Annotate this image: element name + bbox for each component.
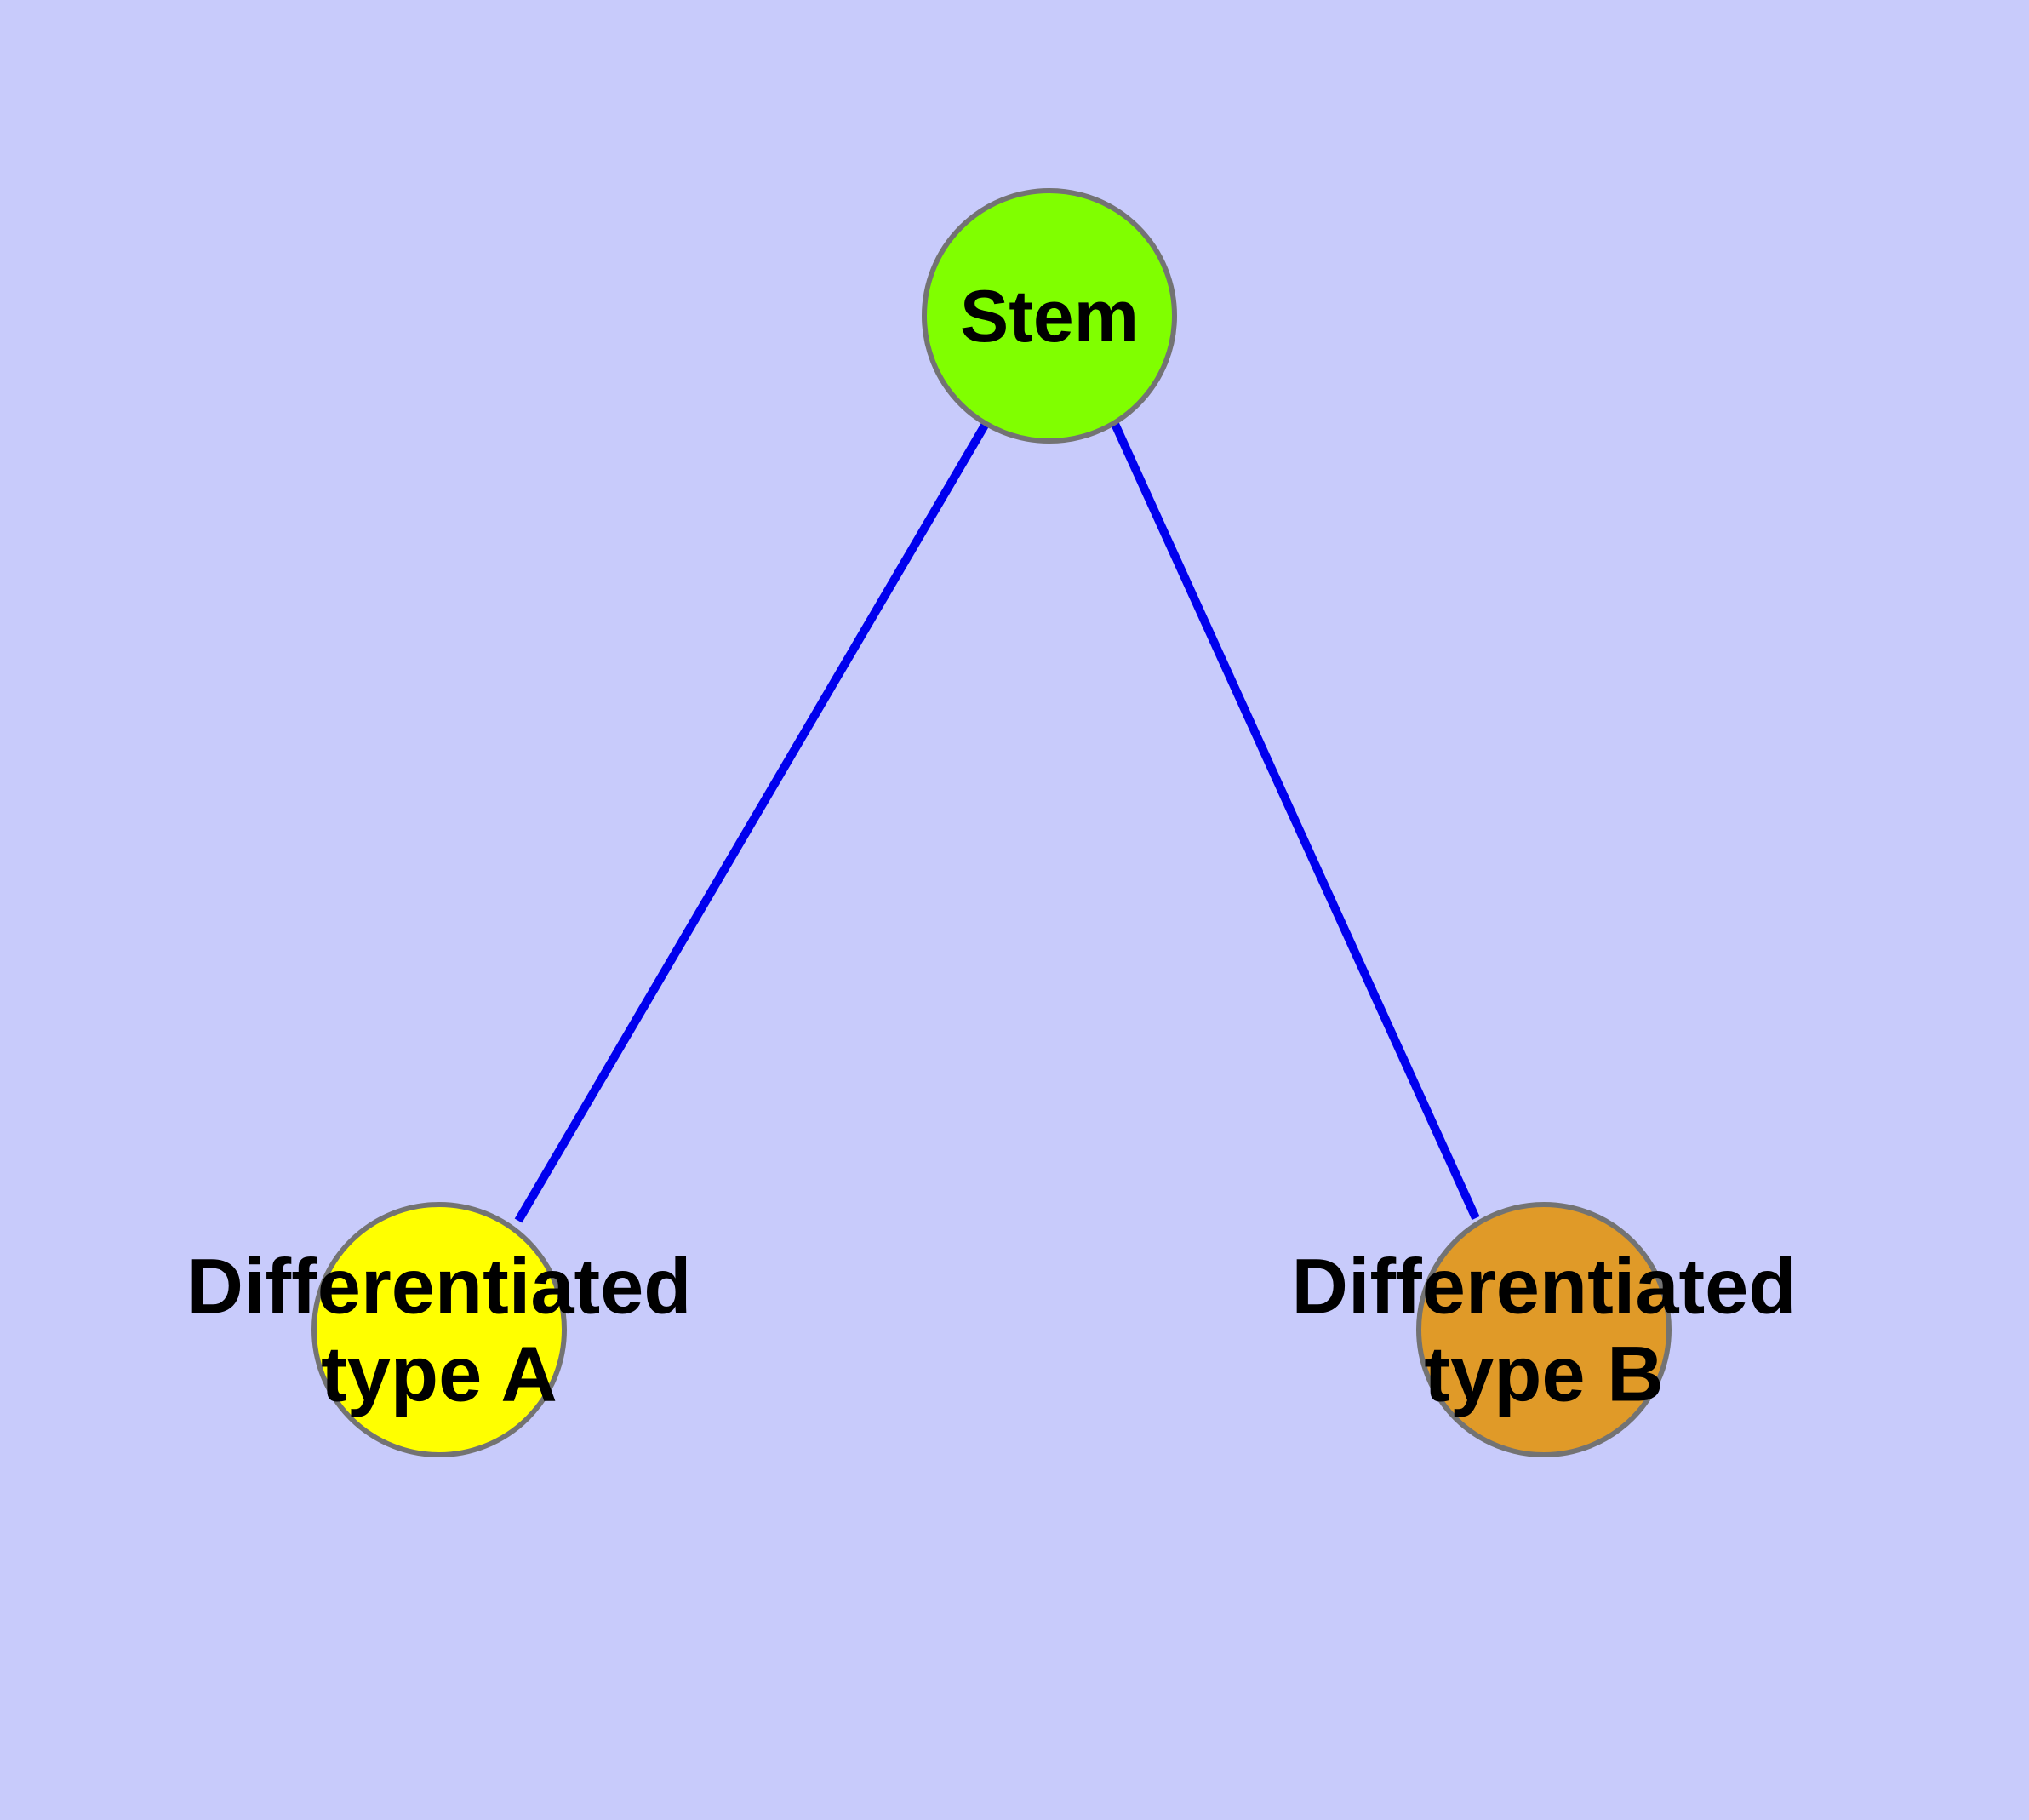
node-label-line: Stem: [960, 276, 1139, 358]
edge-stem-to-diff_b[interactable]: [1111, 421, 1480, 1221]
node-diff_b[interactable]: [1416, 1202, 1672, 1457]
node-stem[interactable]: [922, 188, 1177, 444]
node-label-line: Differentiated: [1292, 1244, 1797, 1331]
edge-stem-to-diff_a[interactable]: [514, 421, 990, 1223]
node-layer: [311, 188, 1672, 1457]
node-diff_a[interactable]: [311, 1202, 567, 1457]
edge-layer: [514, 421, 1480, 1223]
node-label-line: type A: [321, 1331, 557, 1418]
node-label-line: Differentiated: [187, 1244, 692, 1331]
node-label-stem: Stem: [960, 276, 1139, 358]
node-label-line: type B: [1424, 1331, 1663, 1418]
